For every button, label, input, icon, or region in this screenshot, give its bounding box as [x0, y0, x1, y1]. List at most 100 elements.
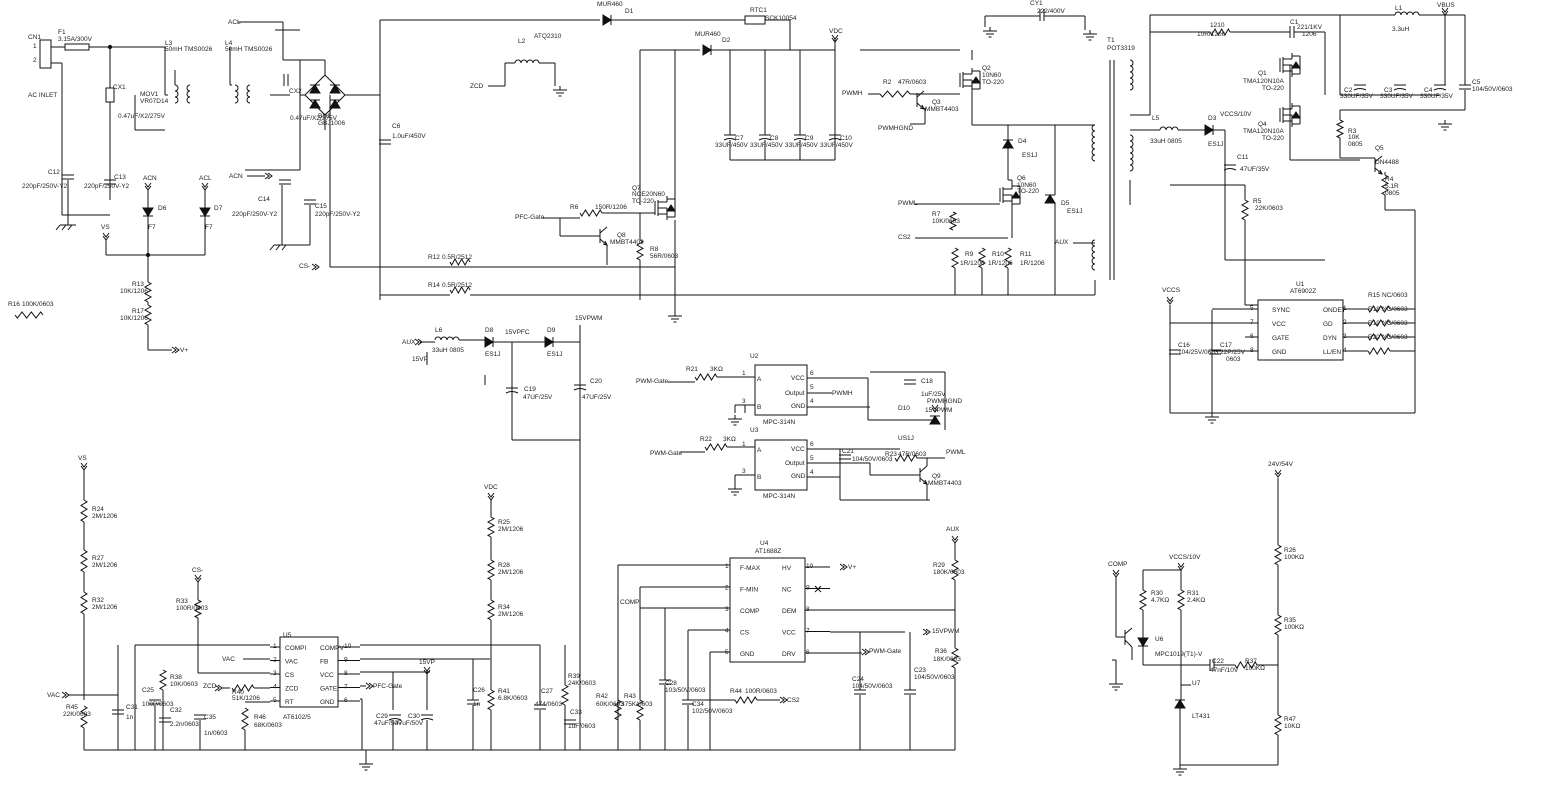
- c4-ref: C4: [1424, 87, 1433, 94]
- c31-value: 1n: [126, 714, 134, 721]
- d2-ref: D2: [722, 37, 731, 44]
- u1-nc-resistor-3: [1367, 347, 1391, 355]
- r17-value: 10K/1206: [120, 315, 148, 322]
- u4-ref: U4: [760, 540, 769, 547]
- c7-value: 33UF/450V: [715, 142, 749, 149]
- c18-cap: [904, 379, 916, 385]
- u2-rpin-2: 4: [810, 398, 814, 405]
- u2-lpin-0: 1: [742, 370, 746, 377]
- r23-resistor: [894, 454, 918, 462]
- l3-value: 50mH TMS0026: [165, 46, 213, 53]
- r14-resistor: [449, 285, 471, 295]
- q7-value: NCE20N60: [632, 191, 665, 198]
- d6-ref: D6: [158, 205, 167, 212]
- l2-coil: [514, 59, 540, 64]
- c31-cap: [112, 709, 124, 715]
- u1-nc-resistor-1: [1367, 319, 1391, 327]
- r22-value: 3KΩ: [723, 436, 736, 443]
- zcd2-net: ZCD: [203, 683, 217, 690]
- vs-arrow-icon: [102, 232, 110, 241]
- d6-value: F7: [148, 224, 156, 231]
- ac-inlet-connector: [39, 39, 52, 69]
- u5-left-pin-3: ZCD: [285, 686, 299, 693]
- r14-value: 0.5R/2512: [442, 282, 472, 289]
- r40-resistor: [231, 684, 255, 692]
- rtc1-thermistor: [744, 15, 766, 25]
- pwmh-net: PWMH: [842, 90, 863, 97]
- q6-value: 10N60: [1017, 182, 1037, 189]
- c3-ref: C3: [1384, 87, 1393, 94]
- aux2-net: AUX: [402, 339, 416, 346]
- d8-diode: [484, 336, 494, 348]
- c25-ref: C25: [142, 687, 154, 694]
- l4-value: 50mH TMS0026: [225, 46, 273, 53]
- vccs-net: VCCS: [1162, 287, 1181, 294]
- u1-left-pin-2: GATE: [1272, 335, 1290, 342]
- c32-cap: [159, 717, 171, 723]
- u4-part: AT1688Z: [755, 548, 781, 555]
- r28-value: 2M/1206: [498, 569, 524, 576]
- c15-value: 220pF/250V-Y2: [315, 211, 361, 218]
- c11-value: 47UF/35V: [1240, 166, 1270, 173]
- q6-ref: Q6: [1017, 175, 1026, 182]
- q2-value: 10N60: [982, 72, 1002, 79]
- r1b-value: 10R/1206: [1197, 31, 1226, 38]
- l6-ref: L6: [435, 327, 443, 334]
- c16-value: 104/25V/0603: [1178, 349, 1219, 356]
- c6-cap: [379, 139, 391, 145]
- wire: [1124, 639, 1133, 648]
- u4-lpin-1: 2: [725, 585, 729, 592]
- r24-resistor: [80, 499, 88, 523]
- c24-ref: C24: [852, 676, 864, 683]
- c35-value: 1n/0603: [204, 730, 228, 737]
- d1-value: MUR460: [597, 1, 623, 8]
- bd1-value: GBJ1006: [318, 120, 345, 127]
- r11-value: 1R/1206: [1020, 260, 1045, 267]
- acl2-net: ACL: [199, 175, 212, 182]
- u1-left-pin-0: SYNC: [1272, 307, 1290, 314]
- u6-ground-icon: [1109, 680, 1123, 691]
- r7-ref: R7: [932, 211, 941, 218]
- r12-value: 0.5R/2512: [442, 254, 472, 261]
- r40-value: 51K/1206: [232, 695, 260, 702]
- u2-rpin-1: 5: [810, 384, 814, 391]
- q7-ref: Q7: [632, 185, 641, 192]
- r36-value: 18K/0603: [933, 656, 961, 663]
- u5-lpin-0: 1: [273, 643, 277, 650]
- r5-ref: R5: [1253, 198, 1262, 205]
- u5-rpin-3: 7: [344, 684, 348, 691]
- u1-rpin-1: 2: [1343, 319, 1347, 326]
- vplus2-net: V+: [848, 564, 856, 571]
- c10-cap: [828, 134, 842, 141]
- r25-value: 2M/1206: [498, 526, 524, 533]
- bd1-diode-br: [329, 99, 341, 109]
- r44-value: 100R/0603: [745, 688, 777, 695]
- r1-resistor: [1209, 27, 1231, 37]
- u2-left-pin-0: A: [757, 376, 762, 383]
- l2-ref: L2: [518, 38, 526, 45]
- bus-ground-icon: [1438, 120, 1452, 131]
- q5-transistor: [1374, 155, 1383, 175]
- zcd-net: ZCD: [470, 83, 484, 90]
- r33-resistor: [193, 599, 203, 619]
- c28-ref: C28: [665, 680, 677, 687]
- comp2-arrow-icon: [1112, 569, 1120, 578]
- symbol-layer: [14, 7, 1471, 776]
- c1b-value: 1206: [1302, 31, 1317, 38]
- r13-resistor: [143, 281, 153, 303]
- q4-pkg: TO-220: [1262, 135, 1284, 142]
- p15vp-net: 15VP: [412, 356, 428, 363]
- u2-left-pin-1: B: [757, 404, 761, 411]
- u1-nc-resistor-2: [1367, 333, 1391, 341]
- u4-left-pin-4: GND: [740, 651, 755, 658]
- r46-value: 68K/0603: [254, 722, 282, 729]
- bd1-diode-tr: [329, 84, 341, 94]
- c4-value: 330UF/35V: [1420, 93, 1454, 100]
- c23-value: 104/50V/0603: [914, 674, 955, 681]
- r22-ref: R22: [700, 436, 712, 443]
- r15-ref: R15: [1368, 292, 1380, 299]
- c9-cap: [793, 134, 807, 141]
- q4-mosfet: [1279, 103, 1301, 127]
- c12-cap: [62, 174, 74, 180]
- cy1-value: 222/400V: [1037, 8, 1065, 15]
